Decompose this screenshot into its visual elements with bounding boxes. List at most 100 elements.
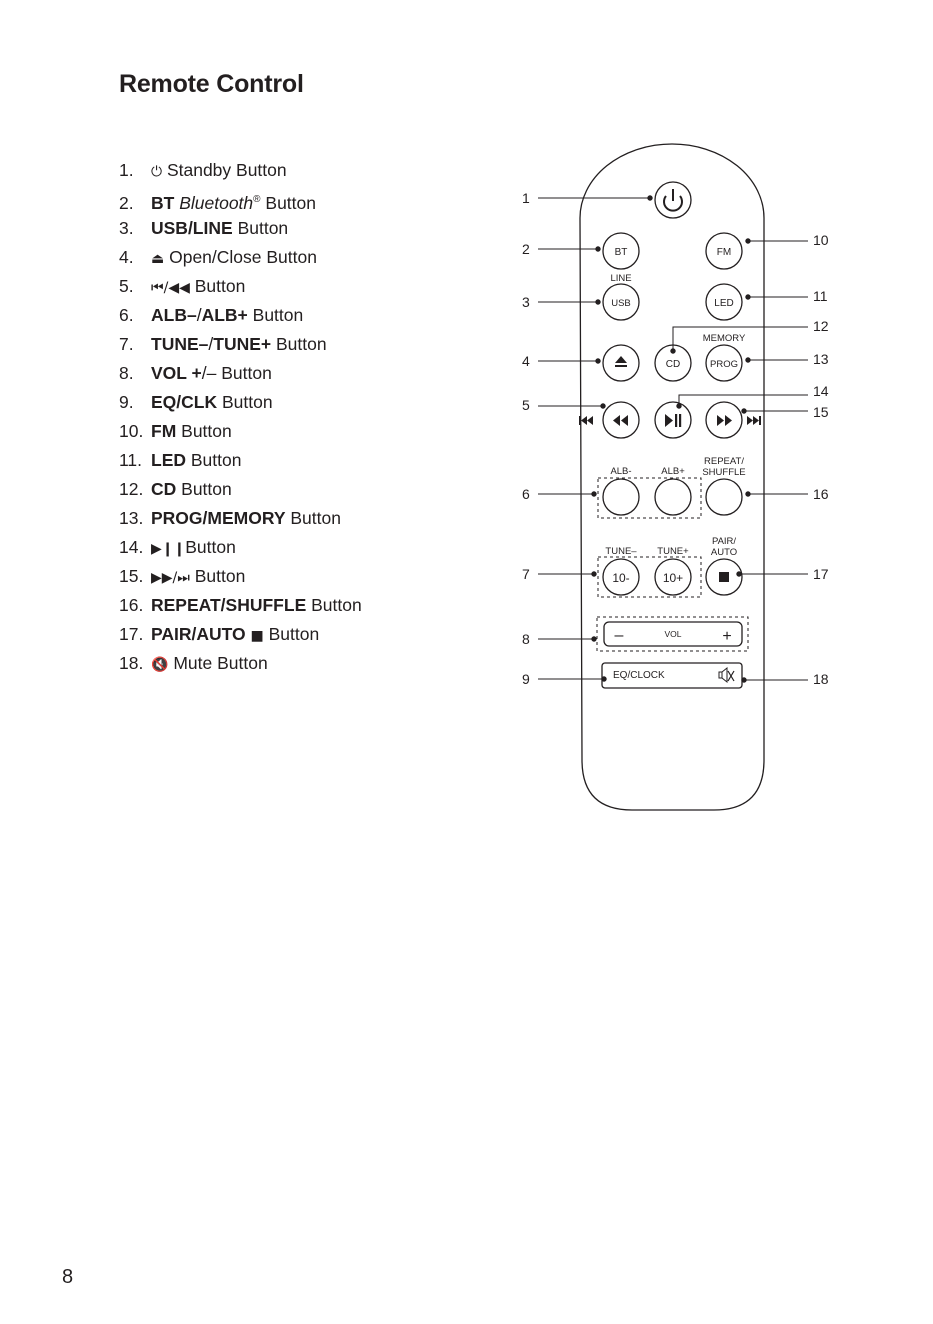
legend-number: 2. xyxy=(119,192,134,213)
tune-plus-label: TUNE+ xyxy=(657,546,689,557)
legend-key: LED xyxy=(151,450,186,470)
legend-item: 12.CD Button xyxy=(119,475,362,504)
legend-item: 7.TUNE–/TUNE+ Button xyxy=(119,330,362,359)
legend-number: 12. xyxy=(119,479,144,499)
repeat-label: REPEAT/ xyxy=(704,456,744,467)
vol-label: VOL xyxy=(664,629,681,639)
callout-6: 6 xyxy=(522,486,530,502)
forward-skip-icon: ▶▶/⏭ xyxy=(151,570,190,586)
legend-item: 15.▶▶/⏭ Button xyxy=(119,562,362,591)
legend-text: Button xyxy=(265,192,317,213)
standby-button[interactable] xyxy=(654,181,692,219)
pair-auto-button[interactable] xyxy=(705,558,743,596)
callout-8: 8 xyxy=(522,631,530,647)
auto-label: AUTO xyxy=(711,547,737,558)
rewind-button[interactable] xyxy=(602,401,640,439)
line-label: LINE xyxy=(610,273,631,284)
alb-minus-label: ALB- xyxy=(610,466,631,477)
legend-item: 17.PAIR/AUTO ■ Button xyxy=(119,620,362,649)
callout-4: 4 xyxy=(522,353,530,369)
legend-key: PROG/MEMORY xyxy=(151,508,286,528)
legend-number: 17. xyxy=(119,624,144,644)
legend-text: Button xyxy=(275,334,327,354)
legend-key: ALB– xyxy=(151,305,197,325)
fast-forward-button[interactable] xyxy=(705,401,743,439)
button-legend-list: 1.⏻ Standby Button 2.BT Bluetooth® Butto… xyxy=(119,156,362,678)
led-button[interactable]: LED xyxy=(705,283,743,321)
legend-item: 8.VOL +/– Button xyxy=(119,359,362,388)
bt-button[interactable]: BT xyxy=(602,232,640,270)
legend-text: Button xyxy=(268,624,320,644)
callout-3: 3 xyxy=(522,294,530,310)
power-icon xyxy=(663,195,683,212)
eject-icon xyxy=(615,356,627,363)
fast-forward-icon xyxy=(717,415,724,426)
vol-group-box xyxy=(596,616,749,652)
mute-icon xyxy=(718,666,735,684)
legend-text: Button xyxy=(311,595,362,615)
alb-plus-button[interactable] xyxy=(654,478,692,516)
tune-group-box xyxy=(597,556,702,598)
legend-text: Button xyxy=(181,421,232,441)
fm-button[interactable]: FM xyxy=(705,232,743,270)
vol-minus-label: – xyxy=(615,627,624,644)
alb-plus-label: ALB+ xyxy=(661,466,685,477)
legend-item: 14.▶❙❙Button xyxy=(119,533,362,562)
legend-text: Button xyxy=(194,566,246,586)
legend-number: 13. xyxy=(119,508,144,528)
registered-mark: ® xyxy=(253,194,261,205)
eq-clock-mute-bar[interactable]: EQ/CLOCK xyxy=(601,662,743,689)
prog-memory-button[interactable]: PROG xyxy=(705,344,743,382)
legend-number: 10. xyxy=(119,421,144,441)
alb-minus-button[interactable] xyxy=(602,478,640,516)
callout-13: 13 xyxy=(813,351,829,367)
legend-number: 1. xyxy=(119,160,134,180)
usb-label: USB xyxy=(611,298,631,309)
eq-clock-label: EQ/CLOCK xyxy=(613,670,665,681)
play-pause-button[interactable] xyxy=(654,401,692,439)
eject-button[interactable] xyxy=(602,344,640,382)
legend-number: 18. xyxy=(119,653,144,673)
legend-key: USB/LINE xyxy=(151,218,233,238)
repeat-shuffle-button[interactable] xyxy=(705,478,743,516)
legend-text: Button xyxy=(222,392,273,412)
legend-text: Standby Button xyxy=(166,160,287,180)
rewind-icon xyxy=(613,415,620,426)
legend-sep: / xyxy=(196,305,202,325)
volume-rocker[interactable]: – VOL + xyxy=(603,621,743,647)
legend-key: BT xyxy=(151,192,175,213)
alb-group-box xyxy=(597,477,702,519)
legend-item: 10.FM Button xyxy=(119,417,362,446)
legend-item: 18.🔇 Mute Button xyxy=(119,649,362,678)
legend-key: TUNE+ xyxy=(213,334,272,354)
play-pause-icon xyxy=(665,414,673,427)
stop-icon xyxy=(719,572,729,582)
legend-number: 4. xyxy=(119,247,134,267)
legend-number: 3. xyxy=(119,218,134,238)
legend-number: 6. xyxy=(119,305,134,325)
legend-number: 5. xyxy=(119,276,134,296)
legend-item: 13. PROG/MEMORY Button xyxy=(119,504,362,533)
legend-text: Button xyxy=(190,450,242,470)
tune-minus-button[interactable]: 10- xyxy=(602,558,640,596)
callout-10: 10 xyxy=(813,232,829,248)
skip-back-icon xyxy=(579,416,593,425)
tune-plus-button[interactable]: 10+ xyxy=(654,558,692,596)
ten-plus-label: 10+ xyxy=(663,571,683,585)
bt-label: BT xyxy=(615,247,628,258)
legend-item: 1.⏻ Standby Button xyxy=(119,156,362,185)
usb-line-button[interactable]: USB xyxy=(602,283,640,321)
tune-minus-label: TUNE– xyxy=(605,546,637,557)
fm-label: FM xyxy=(717,247,731,258)
legend-key: CD xyxy=(151,479,177,499)
legend-key: ALB+ xyxy=(201,305,248,325)
legend-key: EQ/CLK xyxy=(151,392,218,412)
legend-text: Button xyxy=(252,305,304,325)
legend-text: Button xyxy=(290,508,341,528)
vol-plus-label: + xyxy=(722,628,731,645)
remote-body xyxy=(579,143,765,811)
legend-number: 7. xyxy=(119,334,134,354)
page-number: 8 xyxy=(62,1266,74,1288)
legend-number: 9. xyxy=(119,392,134,412)
